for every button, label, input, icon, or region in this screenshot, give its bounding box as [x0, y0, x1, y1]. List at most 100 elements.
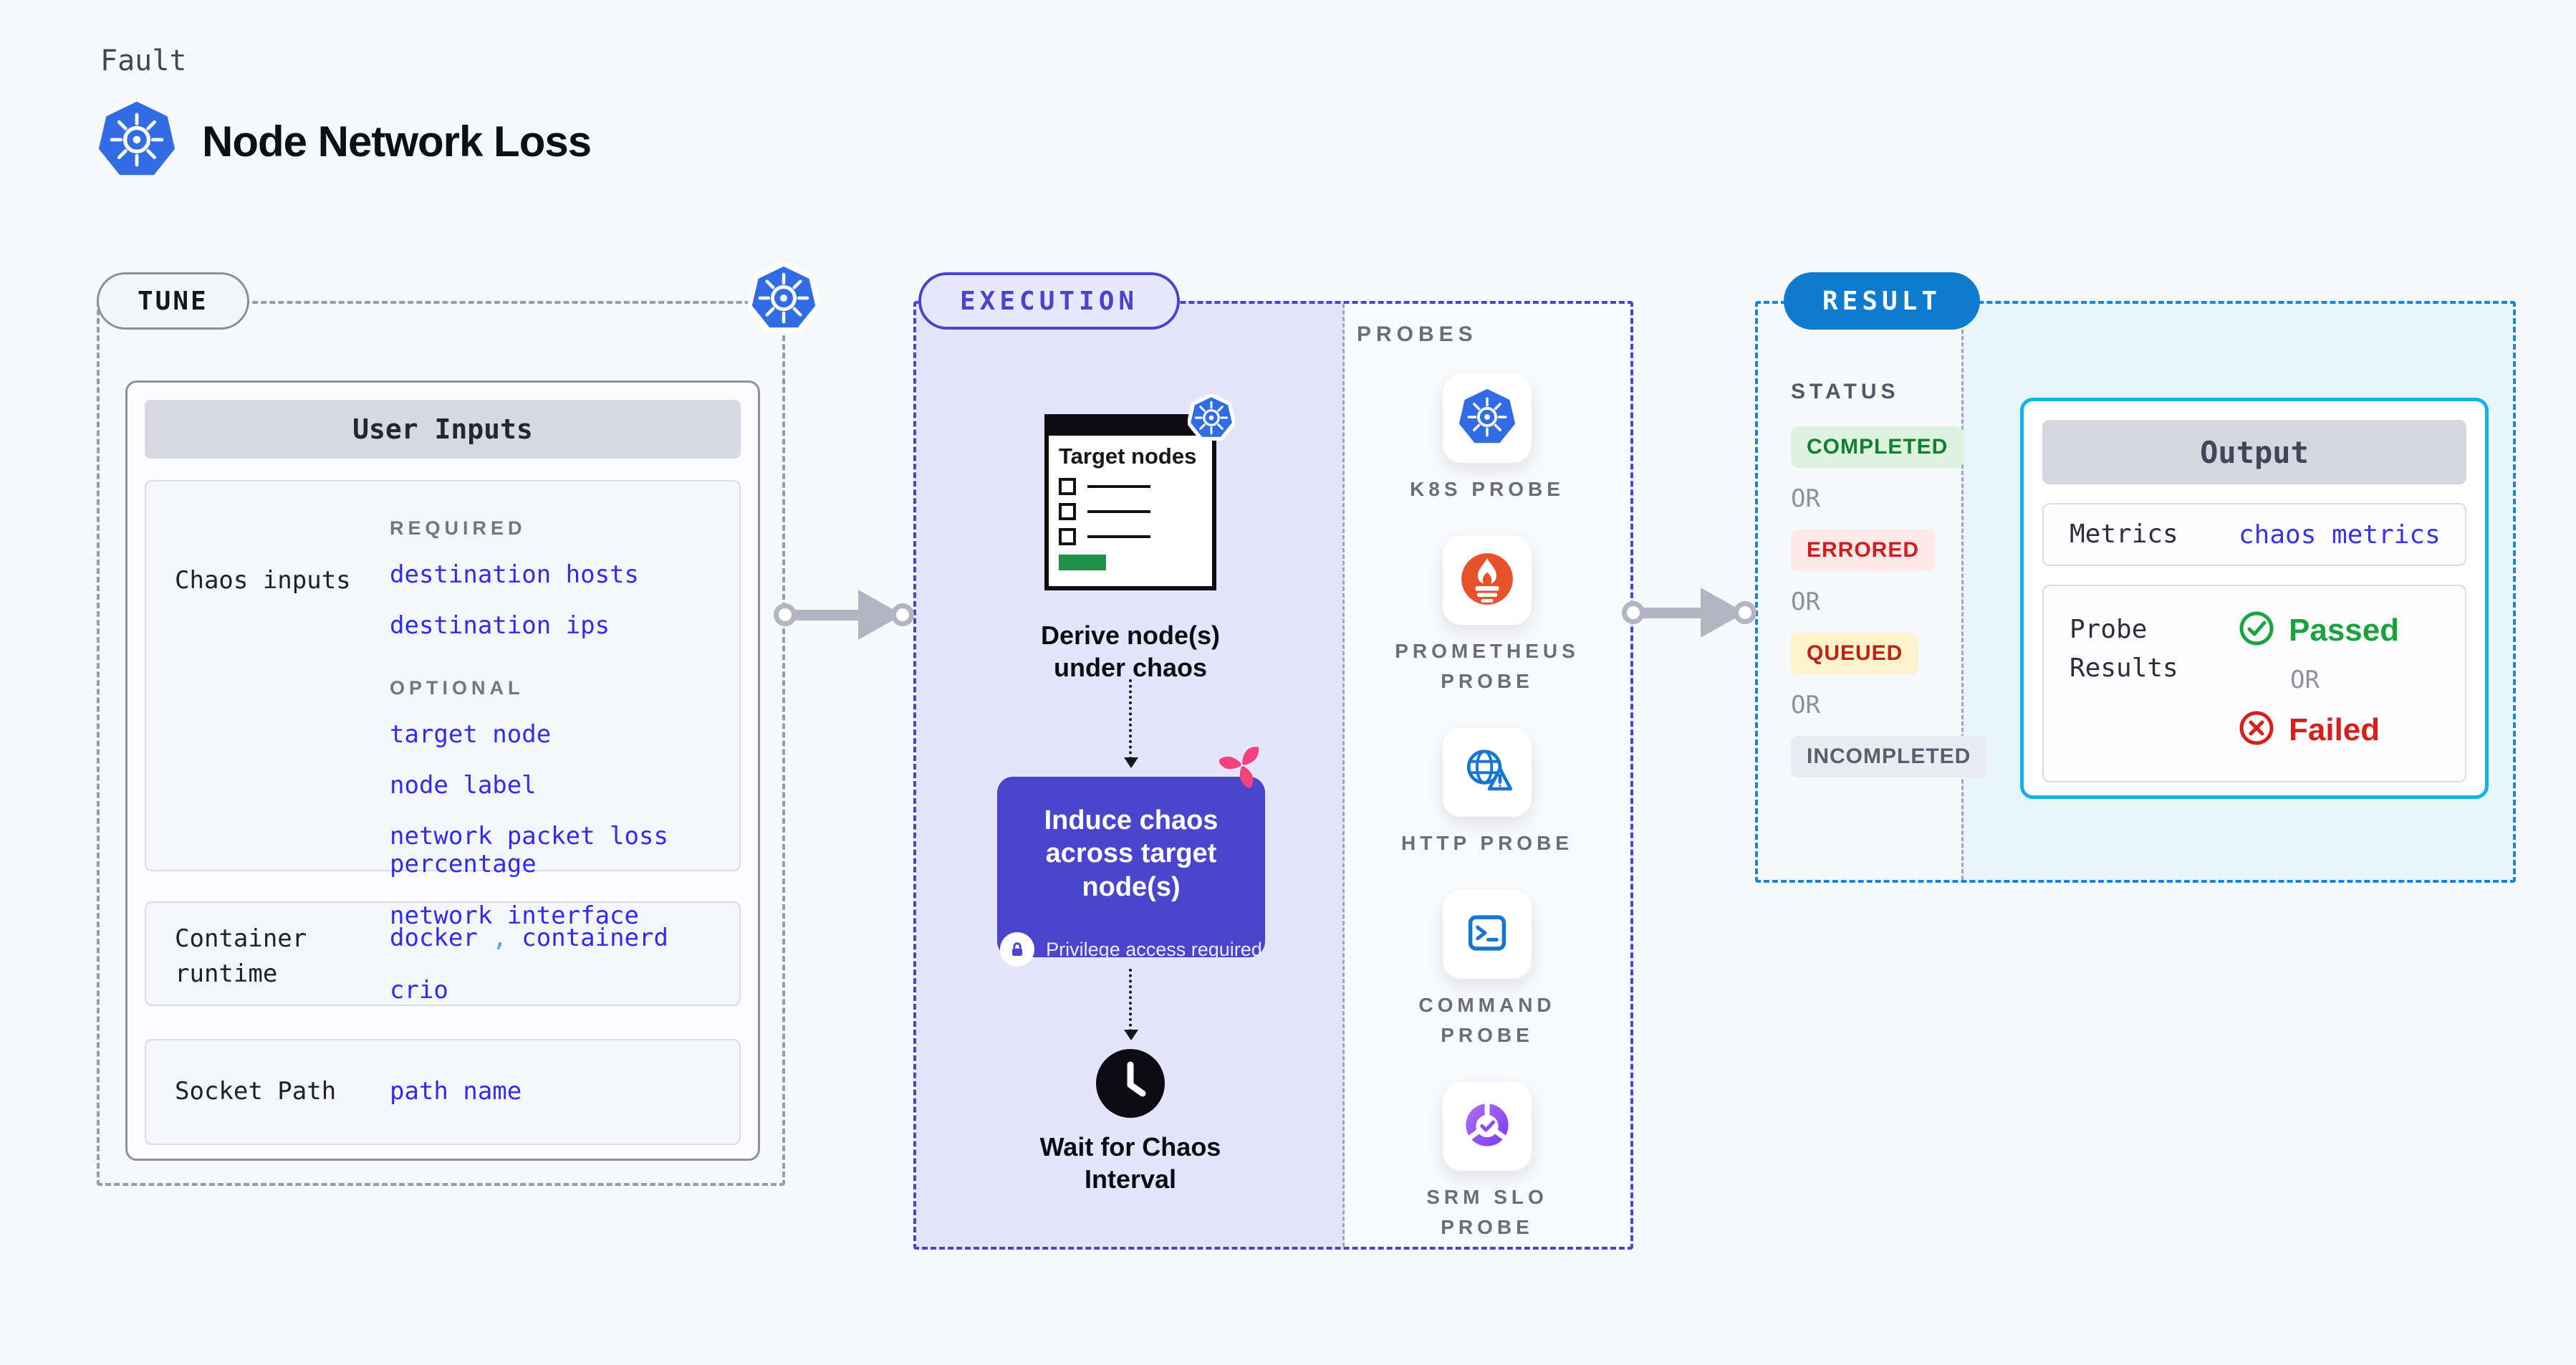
- kubernetes-icon: [99, 102, 175, 181]
- param-target-node: target node: [390, 720, 552, 749]
- status-column: STATUS COMPLETED OR ERRORED OR QUEUED OR…: [1791, 380, 1987, 777]
- probe-label: PROMETHEUS PROBE: [1395, 640, 1580, 692]
- or-separator: OR: [1791, 484, 1820, 513]
- status-output-divider: [1961, 304, 1964, 880]
- probe-command: COMMAND PROBE: [1383, 890, 1591, 1050]
- probe-prometheus: PROMETHEUS PROBE: [1383, 536, 1591, 696]
- green-button-bar: [1059, 554, 1106, 570]
- param-network-packet-loss: network packet loss percentage: [390, 822, 668, 879]
- or-separator: OR: [1791, 691, 1820, 719]
- execution-probes-divider: [1342, 304, 1345, 1247]
- probe-label: HTTP PROBE: [1401, 832, 1573, 854]
- dotted-arrow-down: [1124, 679, 1138, 768]
- param-docker: docker: [390, 924, 478, 952]
- status-badge-errored: ERRORED: [1791, 530, 1936, 571]
- probe-k8s: K8S PROBE: [1383, 374, 1591, 504]
- node-checklist: [1059, 477, 1202, 545]
- probe-results-row: Probe Results Passed OR: [2042, 585, 2466, 782]
- container-runtime-values: docker , containerd crio: [390, 921, 668, 1005]
- induce-chaos-label: Induce chaos across target node(s): [1044, 805, 1219, 902]
- x-circle-icon: [2239, 710, 2274, 749]
- privilege-row: Privilege access required: [1000, 932, 1262, 967]
- chaos-inputs-row: Chaos inputs REQUIRED destination hosts …: [145, 480, 741, 929]
- param-path-name: path name: [390, 1077, 522, 1106]
- container-runtime-label: Container runtime: [175, 924, 307, 989]
- kubernetes-icon: [1186, 393, 1236, 441]
- param-containerd: containerd: [522, 924, 668, 952]
- induce-chaos-box: Induce chaos across target node(s) Privi…: [997, 777, 1265, 967]
- metrics-value: chaos metrics: [2239, 519, 2441, 550]
- container-runtime-row: Container runtime docker , containerd cr…: [145, 901, 741, 1006]
- param-node-label: node label: [390, 771, 537, 800]
- probe-card: [1443, 728, 1532, 817]
- probe-label: SRM SLO PROBE: [1426, 1186, 1548, 1238]
- lock-icon: [1000, 932, 1035, 967]
- kubernetes-icon: [1459, 388, 1515, 449]
- clock-icon: [1095, 1048, 1166, 1119]
- status-badge-completed: COMPLETED: [1791, 426, 1964, 468]
- fault-kicker: Fault: [100, 44, 187, 77]
- probe-label: COMMAND PROBE: [1418, 994, 1556, 1046]
- flow-arrow-execution-to-result: [1622, 586, 1768, 639]
- user-inputs-card: User Inputs Chaos inputs REQUIRED destin…: [125, 380, 760, 1161]
- passed-label: Passed: [2289, 612, 2400, 648]
- required-caption: REQUIRED: [390, 517, 527, 539]
- failed-outcome: Failed: [2239, 710, 2399, 749]
- param-network-interface: network interface: [390, 901, 639, 930]
- probe-card: [1443, 890, 1532, 979]
- param-destination-hosts: destination hosts: [390, 560, 639, 589]
- status-caption: STATUS: [1791, 380, 1900, 403]
- kubernetes-icon: [746, 261, 821, 334]
- target-nodes-title: Target nodes: [1059, 444, 1197, 469]
- execution-pill: EXECUTION: [918, 272, 1181, 330]
- checkbox-icon: [1059, 502, 1076, 520]
- comma-separator: ,: [492, 924, 507, 952]
- dotted-arrow-down: [1124, 969, 1138, 1040]
- globe-warning-icon: [1459, 743, 1515, 803]
- wait-for-chaos-label: Wait for Chaos Interval: [1039, 1132, 1221, 1194]
- tune-pill: TUNE: [97, 272, 249, 330]
- param-destination-ips: destination ips: [390, 611, 610, 641]
- privilege-label: Privilege access required: [1046, 938, 1262, 960]
- passed-outcome: Passed: [2239, 610, 2399, 650]
- or-separator: OR: [2290, 666, 2320, 694]
- socket-path-row: Socket Path path name: [145, 1039, 741, 1145]
- browser-titlebar: [1049, 418, 1212, 436]
- probe-card: [1443, 1082, 1532, 1171]
- slo-check-icon: [1459, 1097, 1515, 1156]
- chaos-inputs-values: REQUIRED destination hosts destination i…: [390, 517, 805, 929]
- probe-srm-slo: SRM SLO PROBE: [1383, 1082, 1591, 1242]
- probe-label: K8S PROBE: [1410, 478, 1565, 500]
- prometheus-icon: [1459, 551, 1515, 610]
- output-header: Output: [2042, 420, 2466, 484]
- param-crio: crio: [390, 976, 448, 1005]
- optional-caption: OPTIONAL: [390, 677, 524, 699]
- status-badge-queued: QUEUED: [1791, 633, 1919, 674]
- probes-column: PROBES: [1341, 301, 1633, 1250]
- terminal-icon: [1459, 905, 1515, 964]
- page-title-row: Node Network Loss: [99, 102, 592, 181]
- status-badge-incompleted: INCOMPLETED: [1791, 736, 1987, 777]
- checkbox-icon: [1059, 477, 1076, 495]
- tune-section: [97, 301, 785, 1186]
- probes-caption: PROBES: [1357, 322, 1478, 346]
- failed-label: Failed: [2289, 712, 2380, 747]
- probe-http: HTTP PROBE: [1383, 728, 1591, 858]
- chaos-inputs-label: Chaos inputs: [175, 566, 351, 595]
- runtime-line: docker , containerd: [390, 924, 668, 952]
- flow-arrow-tune-to-execution: [774, 588, 926, 641]
- check-circle-icon: [2239, 610, 2274, 650]
- or-separator: OR: [1791, 588, 1820, 616]
- metrics-row: Metrics chaos metrics: [2042, 503, 2466, 566]
- derive-nodes-label: Derive node(s) under chaos: [1040, 621, 1221, 682]
- target-nodes-box: Target nodes: [1044, 393, 1236, 590]
- litmus-chaos-icon: [1218, 742, 1265, 789]
- probe-card: [1443, 536, 1532, 625]
- output-card: Output Metrics chaos metrics Probe Resul…: [2020, 398, 2489, 799]
- page-title: Node Network Loss: [202, 118, 592, 166]
- result-pill: RESULT: [1784, 272, 1981, 330]
- probe-results-label: Probe Results: [2070, 615, 2178, 683]
- checkbox-icon: [1059, 527, 1076, 545]
- probe-card: [1443, 374, 1532, 463]
- user-inputs-header: User Inputs: [145, 400, 741, 459]
